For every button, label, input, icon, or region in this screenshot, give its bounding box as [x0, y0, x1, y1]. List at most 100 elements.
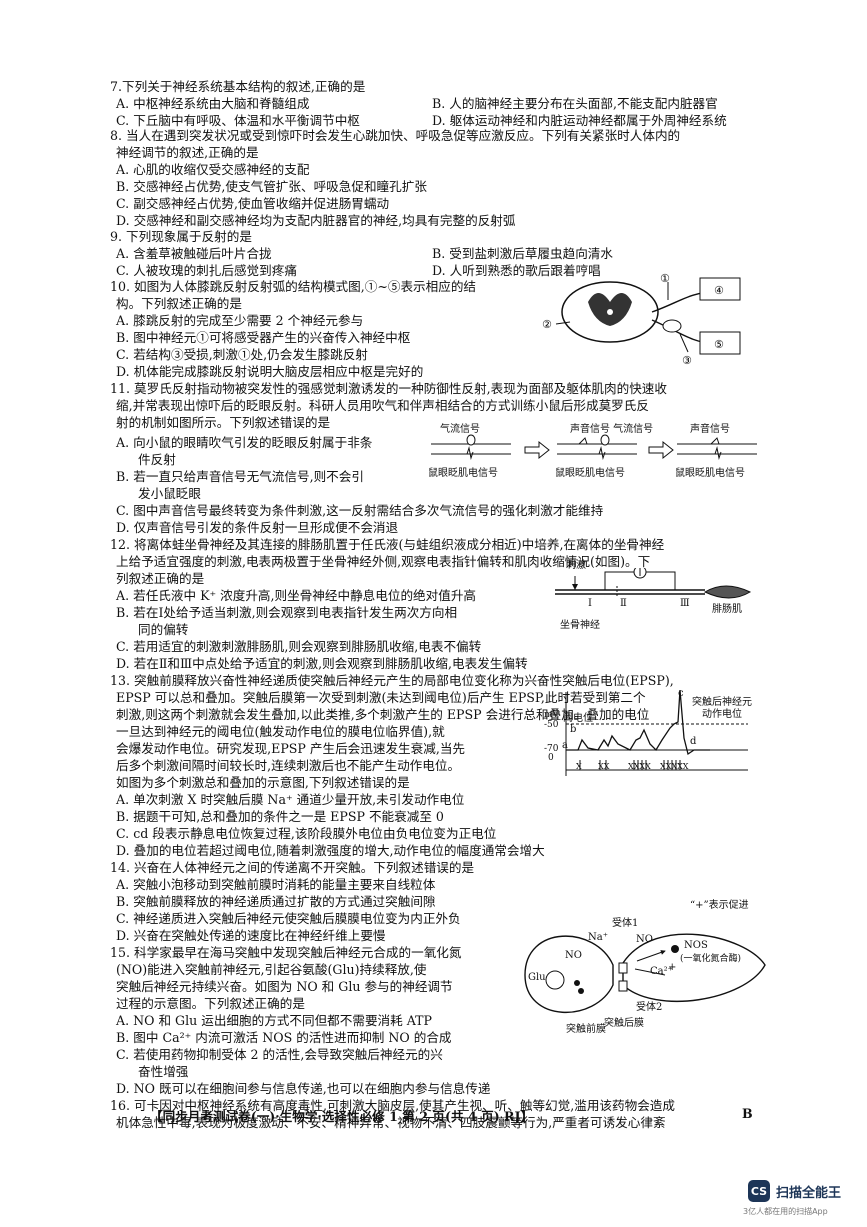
text-line: A. NO 和 Glu 运出细胞的方式不同但都不需要消耗 ATP: [116, 1013, 433, 1028]
site-3: Ⅲ: [680, 598, 690, 609]
nerve-muscle-figure: [545, 568, 755, 628]
text-line: 7.下列关于神经系统基本结构的叙述,正确的是: [110, 79, 366, 94]
text-line: 奋性增强: [138, 1064, 189, 1079]
point-b: b: [570, 724, 577, 735]
brand-name: 扫描全能王: [776, 1185, 842, 1201]
nos-label: NOS: [684, 940, 708, 951]
text-line: 过程的示意图。下列叙述正确的是: [116, 996, 305, 1011]
text-line: B. 图中 Ca²⁺ 内流可激活 NOS 的活性进而抑制 NO 的合成: [116, 1030, 452, 1045]
text-line: A. 向小鼠的眼睛吹气引发的眨眼反射属于非条: [116, 435, 373, 450]
reflex-arc-figure: ① ② ③ ④ ⑤: [540, 272, 770, 367]
text-line: 刺激,则这两个刺激就会发生叠加,以此类推,多个刺激产生的 EPSP 会进行总和叠…: [116, 707, 650, 722]
text-line: 后多个刺激间隔时间较长时,连续刺激后也不能产生动作电位。: [116, 758, 461, 773]
text-line: B. 交感神经占优势,使支气管扩张、呼吸急促和瞳孔扩张: [116, 179, 427, 194]
text-line: A. 单次刺激 X 时突触后膜 Na⁺ 通道少量开放,未引发动作电位: [116, 792, 465, 807]
text-line: 突触后神经元持续兴奋。如图为 NO 和 Glu 参与的神经调节: [116, 979, 453, 994]
synapse-figure: [515, 905, 770, 1035]
text-line: A. 突触小泡移动到突触前膜时消耗的能量主要来自线粒体: [116, 877, 436, 892]
text-line: 构。下列叙述正确的是: [116, 296, 242, 311]
epsp-ylabel: mV: [544, 710, 560, 720]
text-line: C. cd 段表示静息电位恢复过程,该阶段膜外电位由负电位变为正电位: [116, 826, 497, 841]
text-line: B. 若一直只给声音信号无气流信号,则不会引: [116, 469, 364, 484]
text-line: 15. 科学家最早在海马突触中发现突触后神经元合成的一氧化氮: [110, 945, 462, 960]
text-line: B. 突触前膜释放的神经递质通过扩散的方式通过突触间隙: [116, 894, 436, 909]
text-line: 缩,并常表现出惊吓后的眨眼反射。科研人员用吹气和伴声相结合的方式训练小鼠后形成莫…: [116, 398, 649, 413]
post-membrane-label: 突触后膜: [604, 1018, 644, 1029]
panel1-top-label: 气流信号: [440, 424, 480, 435]
epsp-tick-bottom: -70: [544, 744, 559, 754]
text-line: C. 神经递质进入突触后神经元使突触后膜膜电位变为内正外负: [116, 911, 461, 926]
panel2-bottom-label: 鼠眼眨肌电信号: [555, 468, 625, 479]
text-line: B. 人的脑神经主要分布在头面部,不能支配内脏器官: [432, 96, 718, 111]
scanner-watermark: CS 扫描全能王: [748, 1180, 841, 1202]
stim-group-3: XXXX: [628, 762, 651, 771]
text-line: EPSP 可以总和叠加。突触后膜第一次受到刺激(未达到阈电位)后产生 EPSP,…: [116, 690, 646, 705]
text-line: B. 据题干可知,总和叠加的条件之一是 EPSP 不能衰减至 0: [116, 809, 444, 824]
text-line: C. 图中声音信号最终转变为条件刺激,这一反射需结合多次气流信号的强化刺激才能维…: [116, 503, 604, 518]
text-line: 一旦达到神经元的阈电位(触发动作电位的膜电位临界值),就: [116, 724, 445, 739]
panel3-top-label: 声音信号: [690, 424, 730, 435]
text-line: 13. 突触前膜释放兴奋性神经递质使突触后神经元产生的局部电位变化称为兴奋性突触…: [110, 673, 674, 688]
stim-group-2: XX: [598, 762, 610, 771]
point-c: c: [678, 688, 684, 699]
text-line: A. 膝跳反射的完成至少需要 2 个神经元参与: [116, 313, 364, 328]
receptor1-label: 受体1: [612, 918, 639, 929]
text-line: B. 图中神经元①可将感受器产生的兴奋传入神经中枢: [116, 330, 411, 345]
text-line: C. 若用适宜的刺激刺激腓肠肌,则会观察到腓肠肌收缩,电表不偏转: [116, 639, 482, 654]
pre-membrane-label: 突触前膜: [566, 1024, 606, 1035]
text-line: D. 人听到熟悉的歌后跟着哼唱: [432, 263, 601, 278]
text-line: 会爆发动作电位。研究发现,EPSP 产生后会迅速发生衰减,当先: [116, 741, 466, 756]
text-line: 10. 如图为人体膝跳反射反射弧的结构模式图,①~⑤表示相应的结: [110, 279, 477, 294]
text-line: 发小鼠眨眼: [138, 486, 201, 501]
text-line: D. 若在Ⅱ和Ⅲ中点处给予适宜的刺激,则会观察到腓肠肌收缩,电表发生偏转: [116, 656, 528, 671]
text-line: C. 副交感神经占优势,使血管收缩并促进肠胃蠕动: [116, 196, 390, 211]
text-line: 神经调节的叙述,正确的是: [116, 145, 259, 160]
panel3-bottom-label: 鼠眼眨肌电信号: [675, 468, 745, 479]
fig15-legend: “+”表示促进: [690, 900, 749, 911]
ca-label: Ca²⁺: [650, 966, 673, 977]
text-line: A. 中枢神经系统由大脑和脊髓组成: [116, 96, 310, 111]
no-label-post: NO: [636, 934, 653, 945]
text-line: C. 若结构③受损,刺激①处,仍会发生膝跳反射: [116, 347, 368, 362]
epsp-figure: [538, 688, 766, 780]
receptor2-label: 受体2: [636, 1002, 663, 1013]
text-line: D. 机体能完成膝跳反射说明大脑皮层相应中枢是完好的: [116, 364, 424, 379]
text-line: A. 含羞草被触碰后叶片合拢: [116, 246, 272, 261]
point-a: a: [562, 740, 568, 751]
glu-label: Glu: [528, 972, 546, 983]
brand-tagline: 3亿人都在用的扫描App: [743, 1207, 828, 1216]
muscle-label: 腓肠肌: [712, 604, 742, 615]
panel1-bottom-label: 鼠眼眨肌电信号: [428, 468, 498, 479]
stim-group-4: XXXXX: [660, 762, 689, 771]
text-line: (NO)能进入突触前神经元,引起谷氨酸(Glu)持续释放,使: [116, 962, 427, 977]
text-line: 列叙述正确的是: [116, 571, 205, 586]
text-line: B. 若在Ⅰ处给予适当刺激,则会观察到电表指针发生两次方向相: [116, 605, 458, 620]
text-line: 16. 可卡因对中枢神经系统有高度毒性,可刺激大脑皮层,使其产生视、听、触等幻觉…: [110, 1098, 675, 1113]
text-line: D. 仅声音信号引发的条件反射一旦形成便不会消退: [116, 520, 399, 535]
text-line: 上给予适宜强度的刺激,电表两极置于坐骨神经外侧,观察电表指针偏转和肌肉收缩情况(…: [116, 554, 651, 569]
epsp-tick-top: -50: [544, 720, 559, 730]
na-label: Na⁺: [588, 932, 608, 943]
text-line: D. 交感神经和副交感神经均为支配内脏器官的神经,均具有完整的反射弧: [116, 213, 516, 228]
text-line: 9. 下列现象属于反射的是: [110, 229, 252, 244]
nos-note: (一氧化氮合酶): [680, 954, 742, 964]
page-footer: 【同步月考测试卷(一)·生物学·选择性必修 1 第 2 页(共 4 页) RJ】: [150, 1109, 534, 1124]
epsp-tick-zero: 0: [548, 753, 554, 763]
sciatic-nerve-label: 坐骨神经: [560, 620, 600, 631]
point-d: d: [690, 736, 697, 747]
ap-label-1: 突触后神经元: [692, 697, 752, 708]
label-3: ③: [682, 354, 692, 367]
ap-label-2: 动作电位: [702, 709, 742, 720]
text-line: C. 人被玫瑰的刺扎后感觉到疼痛: [116, 263, 297, 278]
text-line: D. 躯体运动神经和内脏运动神经都属于外周神经系统: [432, 113, 727, 128]
panel2-top-label: 声音信号 气流信号: [570, 424, 654, 435]
text-line: D. 叠加的电位若超过阈电位,随着刺激强度的增大,动作电位的幅度通常会增大: [116, 843, 545, 858]
text-line: 机体急性中毒,表现为极度激动、不安、精神异常、视物不清、四肢震颤等行为,严重者可…: [116, 1115, 666, 1130]
text-line: 如图为多个刺激总和叠加的示意图,下列叙述错误的是: [116, 775, 410, 790]
text-line: B. 受到盐刺激后草履虫趋向清水: [432, 246, 613, 261]
stimulus-label: 刺激: [566, 560, 586, 571]
conditioning-figure: [425, 432, 760, 468]
text-line: D. 兴奋在突触处传递的速度比在神经纤维上要慢: [116, 928, 386, 943]
text-line: A. 若任氏液中 K⁺ 浓度升高,则坐骨神经中静息电位的绝对值升高: [116, 588, 477, 603]
